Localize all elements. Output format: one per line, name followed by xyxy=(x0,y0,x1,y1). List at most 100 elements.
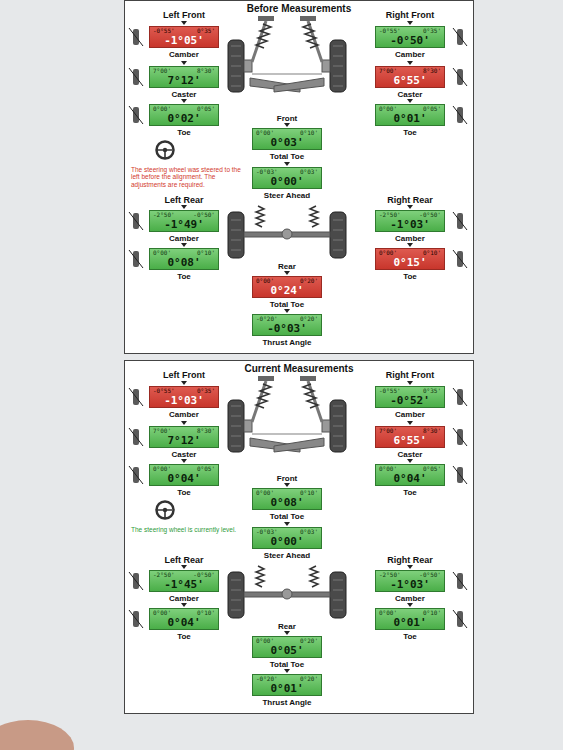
wheel-heading: Right Front xyxy=(386,10,435,20)
range-limit: 0°05' xyxy=(197,465,215,472)
measurement-bar: 0°00'0°05'0°02' xyxy=(149,104,219,126)
range-limit: -0°20' xyxy=(256,315,278,322)
measurement-bar: 7°00'8°30'6°55' xyxy=(375,426,445,448)
measure-caption: Toe xyxy=(177,272,191,281)
range-limit: -2°50' xyxy=(379,571,401,578)
measured-value: -1°03' xyxy=(153,394,215,407)
measure-caption: Thrust Angle xyxy=(262,338,311,347)
measure-caption: Front xyxy=(277,474,297,483)
range-limit: -0°55' xyxy=(153,387,175,394)
measurement-bar: 0°00' 0°10'0°15' xyxy=(375,248,445,270)
measure-caption: Steer Ahead xyxy=(264,551,310,560)
measured-value: 0°04' xyxy=(153,472,215,485)
measurement-bar: 0°00' 0°05'0°01' xyxy=(375,104,445,126)
range-limit: -0°50' xyxy=(419,571,441,578)
measure-caption: Total Toe xyxy=(270,300,304,309)
range-limit: 0°00' xyxy=(153,465,171,472)
measure-caption: Total Toe xyxy=(270,512,304,521)
measured-value: 0°01' xyxy=(379,112,441,125)
measured-value: 0°04' xyxy=(379,472,441,485)
measure-caption: Total Toe xyxy=(270,152,304,161)
steering-note: The steering wheel was steered to the le… xyxy=(131,166,249,188)
range-limit: 0°05' xyxy=(423,105,441,112)
range-limit: 0°35' xyxy=(423,27,441,34)
range-limit: 0°10' xyxy=(423,249,441,256)
measured-value: -1°03' xyxy=(379,218,441,231)
measurement-bar: 0°00'0°20'0°05' xyxy=(252,636,322,658)
measured-value: 0°03' xyxy=(256,136,318,149)
range-limit: 0°00' xyxy=(379,249,397,256)
measured-value: -1°45' xyxy=(153,578,215,591)
range-limit: -0°03' xyxy=(256,528,278,535)
wheel-heading: Left Front xyxy=(163,10,205,20)
measure-caption: Camber xyxy=(395,594,425,603)
measure-caption: Caster xyxy=(398,90,423,99)
measure-caption: Toe xyxy=(403,272,417,281)
measurement-bar: 0°00'0°10'0°08' xyxy=(149,248,219,270)
range-limit: 0°35' xyxy=(197,27,215,34)
range-limit: 7°00' xyxy=(153,427,171,434)
measured-value: 0°08' xyxy=(153,256,215,269)
measurement-bar: 0°00'0°10'0°01' xyxy=(375,608,445,630)
measure-caption: Toe xyxy=(177,128,191,137)
range-limit: -0°50' xyxy=(193,571,215,578)
measure-caption: Steer Ahead xyxy=(264,191,310,200)
range-limit: 0°35' xyxy=(197,387,215,394)
measure-caption: Camber xyxy=(169,234,199,243)
measured-value: 0°24' xyxy=(256,284,318,297)
measurement-bar: 0°00'0°10'0°03' xyxy=(252,128,322,150)
range-limit: 8°30' xyxy=(197,427,215,434)
wheel-heading: Left Front xyxy=(163,370,205,380)
range-limit: 8°30' xyxy=(197,67,215,74)
range-limit: 0°00' xyxy=(379,105,397,112)
measure-caption: Camber xyxy=(395,410,425,419)
measure-caption: Toe xyxy=(403,632,417,641)
before-artwork xyxy=(124,0,474,354)
range-limit: 0°35' xyxy=(423,387,441,394)
measurement-bar: -0°20'0°20'0°01' xyxy=(252,674,322,696)
measured-value: 7°12' xyxy=(153,434,215,447)
measurement-bar: -0°03'0°03'0°00' xyxy=(252,167,322,189)
range-limit: 0°10' xyxy=(423,609,441,616)
range-limit: 0°10' xyxy=(300,129,318,136)
measure-caption: Total Toe xyxy=(270,660,304,669)
measured-value: 0°00' xyxy=(256,535,318,548)
measured-value: 0°05' xyxy=(256,644,318,657)
range-limit: -0°20' xyxy=(256,675,278,682)
measurement-bar: -0°03'0°03'0°00' xyxy=(252,527,322,549)
measured-value: 0°04' xyxy=(153,616,215,629)
range-limit: 0°05' xyxy=(197,105,215,112)
range-limit: 0°00' xyxy=(379,465,397,472)
wheel-heading: Right Rear xyxy=(387,195,433,205)
measured-value: -0°50' xyxy=(379,34,441,47)
steering-note: The steering wheel is currently level. xyxy=(131,526,249,533)
wheel-heading: Left Rear xyxy=(164,195,203,205)
range-limit: 7°00' xyxy=(153,67,171,74)
range-limit: -2°50' xyxy=(153,571,175,578)
measured-value: 0°01' xyxy=(379,616,441,629)
measured-value: 0°00' xyxy=(256,175,318,188)
measured-value: 6°55' xyxy=(379,74,441,87)
range-limit: -0°50' xyxy=(193,211,215,218)
measured-value: 0°02' xyxy=(153,112,215,125)
measure-caption: Caster xyxy=(172,450,197,459)
range-limit: 0°10' xyxy=(300,489,318,496)
measured-value: -1°49' xyxy=(153,218,215,231)
measured-value: 0°15' xyxy=(379,256,441,269)
range-limit: 8°30' xyxy=(423,67,441,74)
range-limit: -0°55' xyxy=(379,27,401,34)
range-limit: -0°55' xyxy=(379,387,401,394)
measured-value: 0°01' xyxy=(256,682,318,695)
range-limit: 0°00' xyxy=(256,277,274,284)
thumb xyxy=(0,720,74,750)
measurement-bar: 0°00'0°20'0°24' xyxy=(252,276,322,298)
wheel-heading: Right Front xyxy=(386,370,435,380)
measurement-bar: 0°00'0°10'0°08' xyxy=(252,488,322,510)
measure-caption: Caster xyxy=(398,450,423,459)
range-limit: -2°50' xyxy=(379,211,401,218)
range-limit: -2°50' xyxy=(153,211,175,218)
range-limit: 0°10' xyxy=(197,249,215,256)
range-limit: 0°00' xyxy=(256,489,274,496)
measured-value: 6°55' xyxy=(379,434,441,447)
